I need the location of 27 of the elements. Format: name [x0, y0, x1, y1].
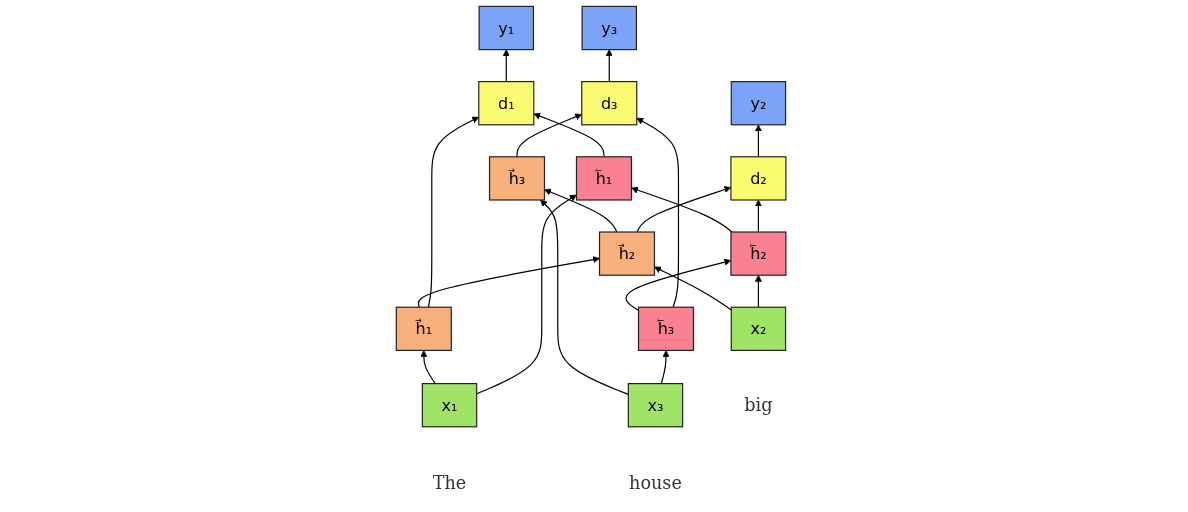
arrow — [654, 266, 732, 311]
arrow — [754, 274, 762, 308]
node-box: y₂ — [730, 81, 787, 126]
node-box: x₁ — [421, 383, 478, 428]
arrow — [754, 199, 762, 233]
arrow — [420, 350, 436, 385]
arrow — [660, 350, 670, 385]
arrow — [636, 117, 680, 308]
arrow — [476, 194, 577, 395]
arrow — [754, 124, 762, 158]
node-box: x₂ — [730, 306, 787, 351]
node-box: x₃ — [627, 383, 684, 428]
node-box: y₃ — [581, 5, 637, 51]
node-label: house — [629, 472, 682, 493]
arrow — [544, 188, 618, 233]
arrow — [417, 256, 600, 308]
node-label: The — [432, 472, 467, 493]
node-box: y₁ — [478, 5, 534, 51]
node-box: d₂ — [730, 156, 787, 201]
arrow — [625, 258, 732, 312]
node-label: big — [744, 395, 773, 416]
node-box: d₃ — [581, 81, 638, 126]
arrow — [540, 199, 629, 396]
arrow — [502, 49, 510, 83]
arrow — [605, 49, 613, 83]
arrow — [533, 112, 605, 158]
node-box: d₁ — [478, 81, 535, 126]
